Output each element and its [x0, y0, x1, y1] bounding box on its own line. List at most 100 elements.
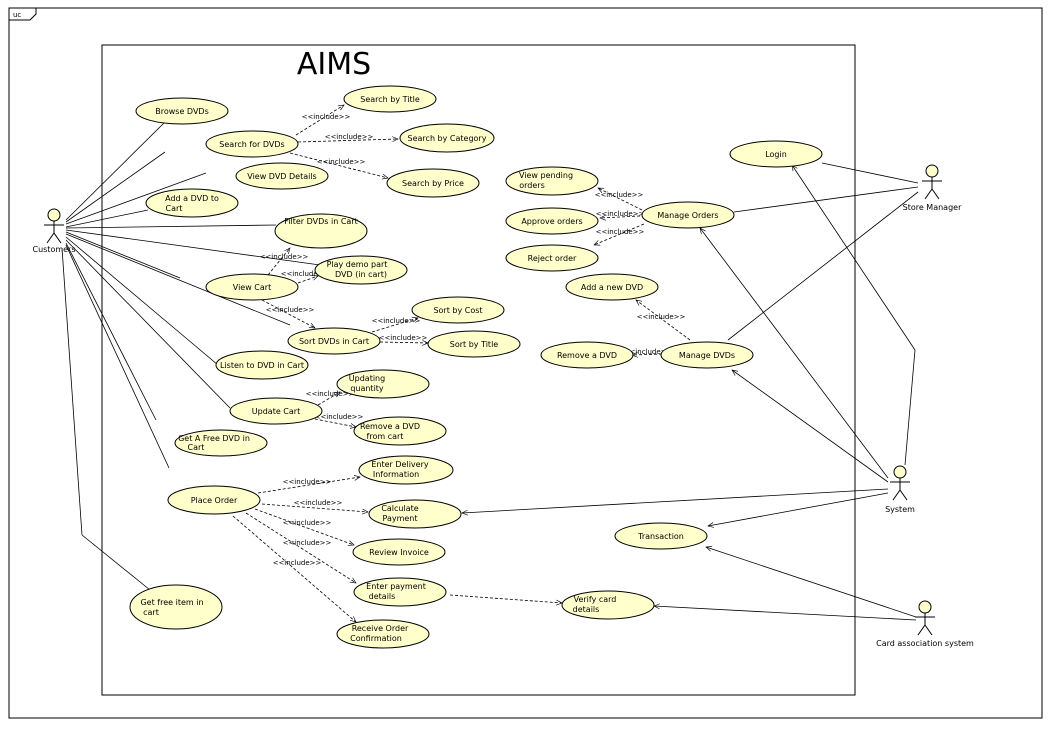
use-case-approve-orders[interactable]: Approve orders [505, 207, 599, 235]
svg-text:View DVD Details: View DVD Details [247, 172, 316, 181]
use-case-update-cart[interactable]: Update Cart [229, 397, 323, 425]
use-case-listen-dvd[interactable]: Listen to DVD in Cart [215, 350, 309, 380]
svg-text:Add a DVD to: Add a DVD to [165, 194, 219, 203]
include-label: <<include>> [372, 317, 421, 325]
include-label: <<include>> [273, 559, 322, 567]
store-manager-associations [727, 162, 919, 341]
include-label: <<include>> [302, 113, 351, 121]
include-label: <<include>> [379, 334, 428, 342]
svg-text:Search by Price: Search by Price [402, 179, 464, 188]
actor-system[interactable]: System [885, 465, 915, 514]
system-title: AIMS [297, 47, 371, 82]
use-case-enter-payment-details[interactable]: Enter payment details [353, 577, 447, 607]
svg-text:Manage Orders: Manage Orders [657, 211, 718, 220]
use-case-sort-by-title[interactable]: Sort by Title [427, 330, 521, 358]
frame-label: uc [13, 11, 21, 19]
use-case-sort-by-cost[interactable]: Sort by Cost [411, 296, 505, 324]
svg-text:Card association system: Card association system [876, 639, 974, 648]
include-label: <<include>> [266, 306, 315, 314]
svg-text:Manage DVDs: Manage DVDs [679, 351, 735, 360]
use-case-play-demo[interactable]: Play demo part DVD (in cart) [314, 255, 408, 285]
use-case-remove-dvd-from-cart[interactable]: Remove a DVD from cart [353, 416, 447, 446]
use-case-calculate-payment[interactable]: Calculate Payment [368, 499, 462, 529]
svg-text:Sort by Cost: Sort by Cost [433, 306, 482, 315]
svg-text:Search by Category: Search by Category [408, 134, 487, 143]
use-case-verify-card-details[interactable]: Verify card details [561, 590, 655, 620]
use-case-search-title[interactable]: Search by Title [343, 85, 437, 113]
actor-store-manager[interactable]: Store Manager [903, 164, 962, 212]
use-case-login[interactable]: Login [729, 140, 823, 168]
use-case-get-free-dvd[interactable]: Get A Free DVD in Cart [174, 429, 268, 457]
include-label: <<include>> [315, 413, 364, 421]
svg-text:Updating: Updating [349, 374, 385, 383]
include-label: <<include>> [624, 348, 673, 356]
use-case-search-price[interactable]: Search by Price [386, 168, 480, 198]
use-case-get-free-item[interactable]: Get free item in cart [129, 584, 223, 630]
svg-text:Receive Order: Receive Order [352, 624, 409, 633]
include-label: <<include>> [294, 499, 343, 507]
svg-text:Get A Free DVD in: Get A Free DVD in [178, 434, 250, 443]
use-case-search-category[interactable]: Search by Category [399, 123, 495, 153]
include-label: <<include>> [260, 253, 309, 261]
include-label: <<include>> [637, 313, 686, 321]
svg-text:View pending: View pending [519, 171, 573, 180]
use-case-review-invoice[interactable]: Review Invoice [352, 538, 446, 566]
svg-text:cart: cart [143, 608, 159, 617]
use-case-sort-dvds-in-cart[interactable]: Sort DVDs in Cart [287, 327, 381, 355]
frame-tab [9, 8, 37, 21]
use-case-filter-dvds-in-cart[interactable]: Filter DVDs in Cart [274, 213, 368, 249]
use-case-view-cart[interactable]: View Cart [205, 273, 299, 301]
svg-text:from cart: from cart [367, 432, 404, 441]
svg-text:System: System [885, 505, 915, 514]
use-case-manage-dvds[interactable]: Manage DVDs [660, 341, 754, 369]
include-label: <<include>> [325, 133, 374, 141]
include-label: <<include>> [281, 270, 330, 278]
svg-text:Listen to DVD in Cart: Listen to DVD in Cart [220, 361, 304, 370]
use-case-place-order[interactable]: Place Order [167, 485, 261, 515]
use-case-receive-order-confirmation[interactable]: Receive Order Confirmation [336, 619, 430, 649]
svg-text:Filter DVDs in Cart: Filter DVDs in Cart [284, 217, 357, 226]
include-label: <<include>> [283, 478, 332, 486]
actor-card-association-system[interactable]: Card association system [876, 600, 974, 648]
svg-text:Browse DVDs: Browse DVDs [155, 107, 209, 116]
svg-text:Calculate: Calculate [381, 504, 418, 513]
svg-text:details: details [369, 592, 396, 601]
use-case-add-new-dvd[interactable]: Add a new DVD [565, 273, 659, 301]
svg-text:Remove a DVD: Remove a DVD [557, 351, 617, 360]
svg-text:details: details [573, 605, 600, 614]
svg-text:Payment: Payment [382, 514, 417, 523]
include-label: <<include>> [306, 390, 355, 398]
include-labels: <<include>> <<include>> <<include>> <<in… [260, 113, 686, 567]
use-case-manage-orders[interactable]: Manage Orders [641, 201, 735, 229]
svg-text:Cart: Cart [188, 443, 205, 452]
use-case-search-dvds[interactable]: Search for DVDs [205, 130, 299, 158]
actor-customers[interactable]: Customers [32, 208, 76, 254]
svg-text:Sort by Title: Sort by Title [450, 340, 499, 349]
use-case-reject-order[interactable]: Reject order [505, 244, 599, 272]
svg-text:Cart: Cart [166, 204, 183, 213]
use-case-browse-dvds[interactable]: Browse DVDs [135, 97, 229, 125]
svg-text:Enter Delivery: Enter Delivery [371, 460, 428, 469]
use-case-add-dvd-to-cart[interactable]: Add a DVD to Cart [145, 188, 239, 218]
svg-text:orders: orders [519, 181, 545, 190]
system-associations [462, 165, 917, 621]
svg-text:Enter payment: Enter payment [366, 582, 426, 591]
svg-text:Search by Title: Search by Title [360, 95, 420, 104]
svg-text:Update Cart: Update Cart [252, 407, 300, 416]
use-case-enter-delivery[interactable]: Enter Delivery Information [358, 455, 454, 485]
svg-text:Store Manager: Store Manager [903, 203, 962, 212]
use-case-updating-quantity[interactable]: Updating quantity [336, 369, 430, 399]
include-label: <<include>> [595, 191, 644, 199]
svg-text:Confirmation: Confirmation [350, 634, 402, 643]
svg-text:Search for DVDs: Search for DVDs [219, 140, 284, 149]
use-case-view-dvd-details[interactable]: View DVD Details [235, 162, 329, 190]
svg-text:Get free item in: Get free item in [140, 598, 203, 607]
use-case-remove-dvd[interactable]: Remove a DVD [540, 341, 634, 369]
include-label: <<include>> [283, 539, 332, 547]
use-case-transaction[interactable]: Transaction [614, 522, 708, 550]
svg-text:Remove a DVD: Remove a DVD [360, 422, 420, 431]
svg-text:Reject order: Reject order [528, 254, 577, 263]
svg-text:Add a new DVD: Add a new DVD [581, 283, 643, 292]
use-case-view-pending-orders[interactable]: View pending orders [505, 166, 599, 196]
